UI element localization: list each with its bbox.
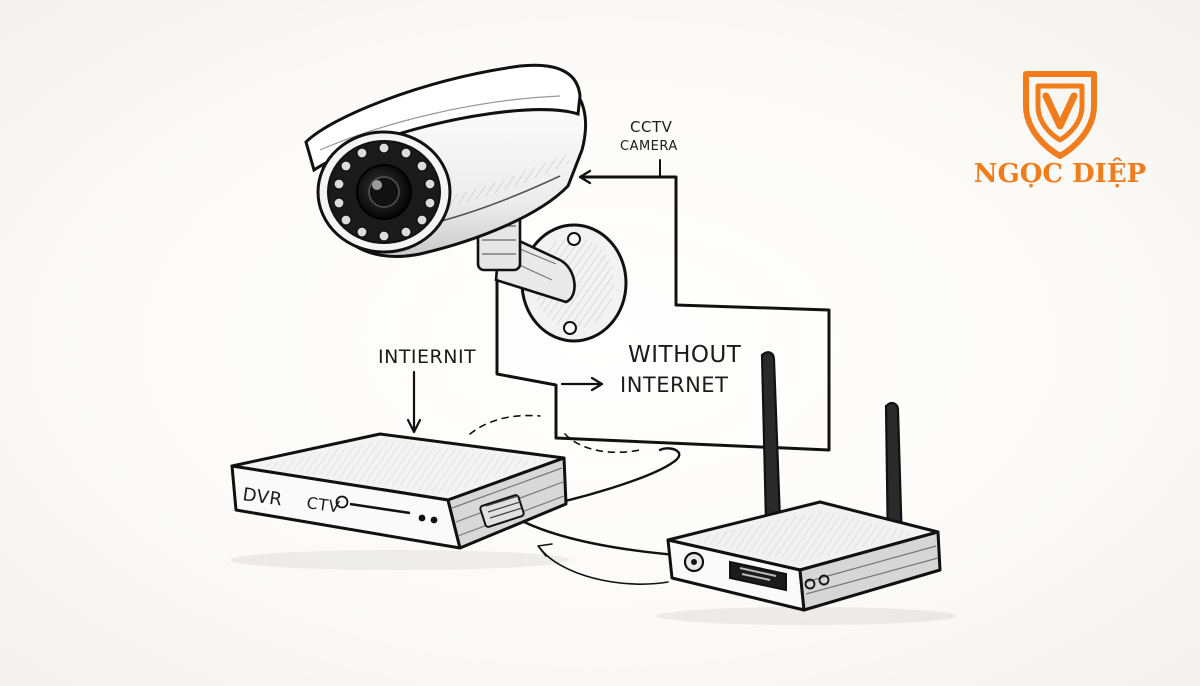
dvr-router-cable-lower — [518, 518, 678, 557]
brand-logo: NGỌC DIỆP — [974, 71, 1146, 189]
ir-led-ring — [333, 142, 436, 242]
router-antenna-left — [760, 351, 782, 524]
label-without-internet: INTERNET — [620, 373, 728, 397]
dashed-link-top — [469, 414, 541, 435]
dashed-link-mid — [564, 433, 641, 454]
mount-screw-top — [567, 232, 581, 246]
dvr-led-1 — [418, 514, 426, 522]
label-cctv: CCTV — [630, 118, 673, 136]
dvr-slot — [349, 502, 411, 515]
without-internet-arrowhead — [590, 376, 604, 392]
mount-screw-bottom — [563, 321, 577, 335]
label-dvr-model: CTV — [305, 493, 341, 516]
label-camera: CAMERA — [620, 139, 678, 154]
label-without: WITHOUT — [628, 342, 742, 368]
dvr-power-icon — [335, 495, 349, 509]
label-internet: INTIERNIT — [378, 346, 476, 368]
router-led-2 — [818, 574, 830, 586]
camera-signal-cable — [495, 175, 831, 452]
router-side-face — [798, 530, 942, 612]
router-return-arc — [539, 547, 669, 585]
cctv-camera — [304, 63, 628, 343]
dvr-ethernet-port — [479, 494, 525, 528]
router-return-arrowhead — [537, 543, 553, 557]
labels: CCTV CAMERA INTIERNIT WITHOUT INTERNET D… — [241, 118, 742, 517]
camera-arrowhead — [578, 169, 592, 185]
dvr-led-2 — [430, 516, 438, 524]
dvr-recorder — [230, 432, 570, 570]
wifi-router — [656, 351, 956, 625]
shield-v-logo-icon — [1023, 71, 1097, 159]
router-led-1 — [804, 578, 816, 590]
cables — [406, 159, 831, 585]
internet-arrowhead — [406, 418, 422, 434]
brand-name: NGỌC DIỆP — [974, 157, 1146, 189]
